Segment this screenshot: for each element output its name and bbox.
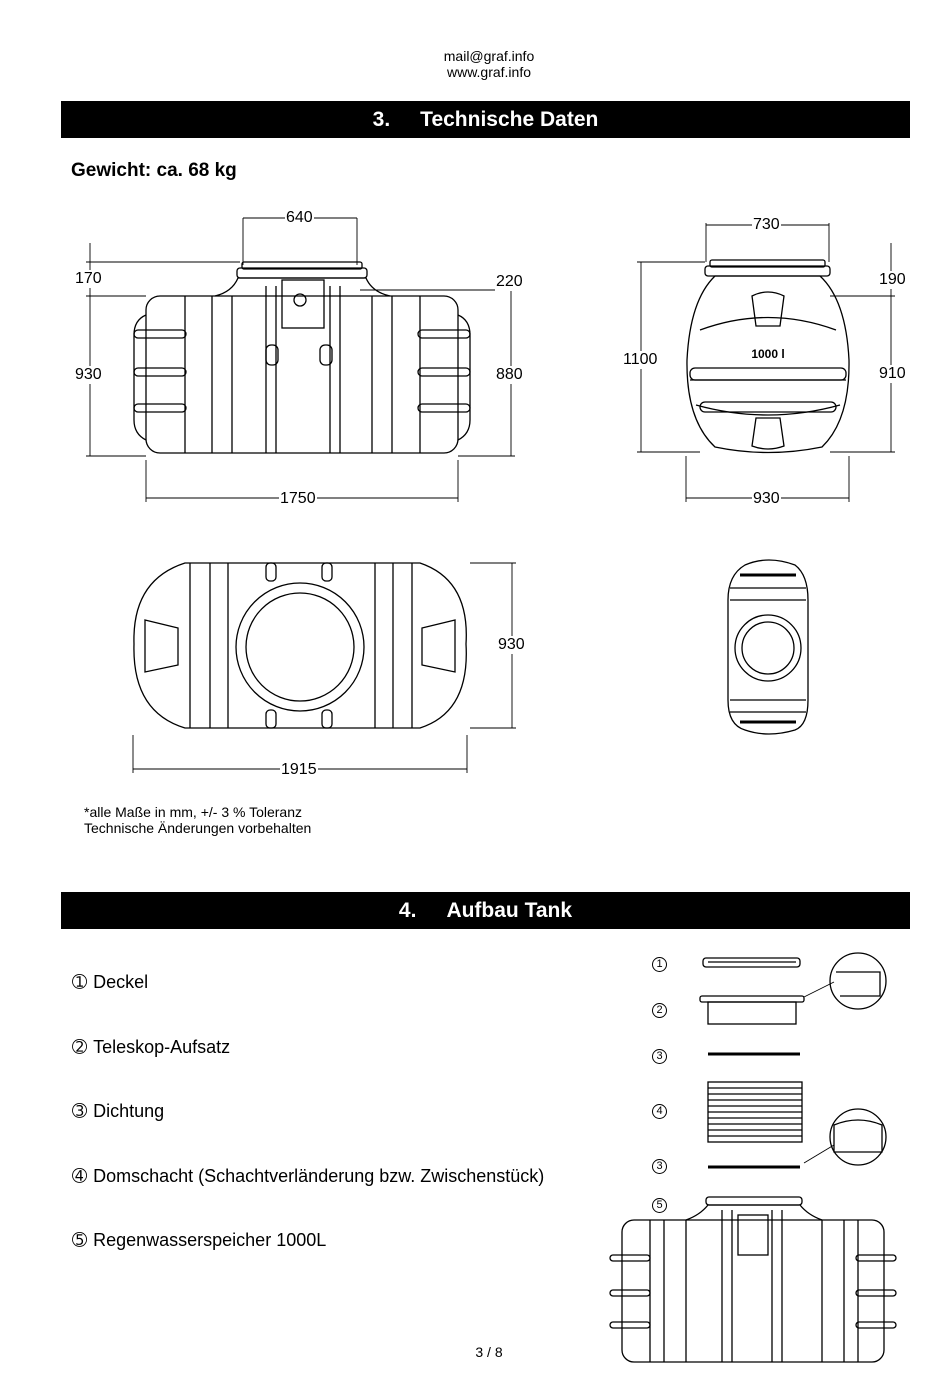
weight-label: Gewicht: ca. 68 kg (71, 160, 237, 181)
dim-side-top-offset: 170 (74, 270, 103, 288)
part-label: Regenwasserspeicher 1000L (93, 1230, 327, 1250)
tank-front-view (686, 259, 850, 454)
diagram-number: 3 (652, 1049, 667, 1064)
dim-top-height: 930 (497, 636, 526, 654)
section-4-title: Aufbau Tank (446, 898, 573, 922)
side-dimension-lines (86, 217, 515, 502)
tank-top-view (133, 562, 467, 729)
part-label: Teleskop-Aufsatz (93, 1037, 231, 1057)
diagram-number: 4 (652, 1104, 667, 1119)
dim-side-left-height: 930 (74, 366, 103, 384)
note-line-1: *alle Maße in mm, +/- 3 % Toleranz (84, 804, 302, 820)
page-number: 3 / 8 (475, 1344, 503, 1360)
dim-front-top-width: 730 (752, 216, 781, 234)
tank-capacity-label: 1000 l (751, 347, 784, 361)
tank-side-view (133, 261, 471, 454)
dim-front-total-height: 1100 (622, 351, 659, 369)
dim-side-right-height: 880 (495, 366, 524, 384)
assembly-diagram (609, 952, 897, 1363)
note-line-2: Technische Änderungen vorbehalten (84, 820, 312, 836)
diagram-number: 2 (652, 1003, 667, 1018)
contact-info: mail@graf.info www.graf.info (0, 48, 950, 80)
diagram-number: 1 (652, 957, 667, 972)
section-3-number: 3. (372, 107, 391, 131)
section-4-heading: 4. Aufbau Tank (61, 892, 910, 929)
part-number-symbol: ➁ (72, 1037, 88, 1057)
dim-front-width: 930 (752, 490, 781, 508)
dim-side-right-top: 220 (495, 273, 524, 291)
part-number-symbol: ➄ (72, 1230, 88, 1250)
section-4-number: 4. (398, 898, 417, 922)
dim-side-length: 1750 (279, 490, 317, 508)
dim-side-top-width: 640 (285, 209, 314, 227)
part-number-symbol: ➀ (72, 972, 88, 992)
front-dimension-lines (637, 223, 895, 502)
contact-email: mail@graf.info (443, 48, 535, 64)
tank-small-view (727, 559, 809, 735)
section-3-title: Technische Daten (420, 107, 599, 131)
part-number-symbol: ➂ (72, 1101, 88, 1121)
diagram-number: 5 (652, 1198, 667, 1213)
part-label: Domschacht (Schachtverländerung bzw. Zwi… (93, 1166, 545, 1186)
tolerance-note: *alle Maße in mm, +/- 3 % Toleranz Techn… (84, 804, 311, 836)
contact-website: www.graf.info (446, 64, 532, 80)
section-3-heading: 3. Technische Daten (61, 101, 910, 138)
dim-top-length: 1915 (280, 761, 318, 779)
dim-front-right-top: 190 (878, 271, 907, 289)
part-label: Dichtung (93, 1101, 165, 1121)
part-label: Deckel (93, 972, 149, 992)
dim-front-right-height: 910 (878, 365, 907, 383)
diagram-number: 3 (652, 1159, 667, 1174)
part-number-symbol: ➃ (72, 1166, 88, 1186)
